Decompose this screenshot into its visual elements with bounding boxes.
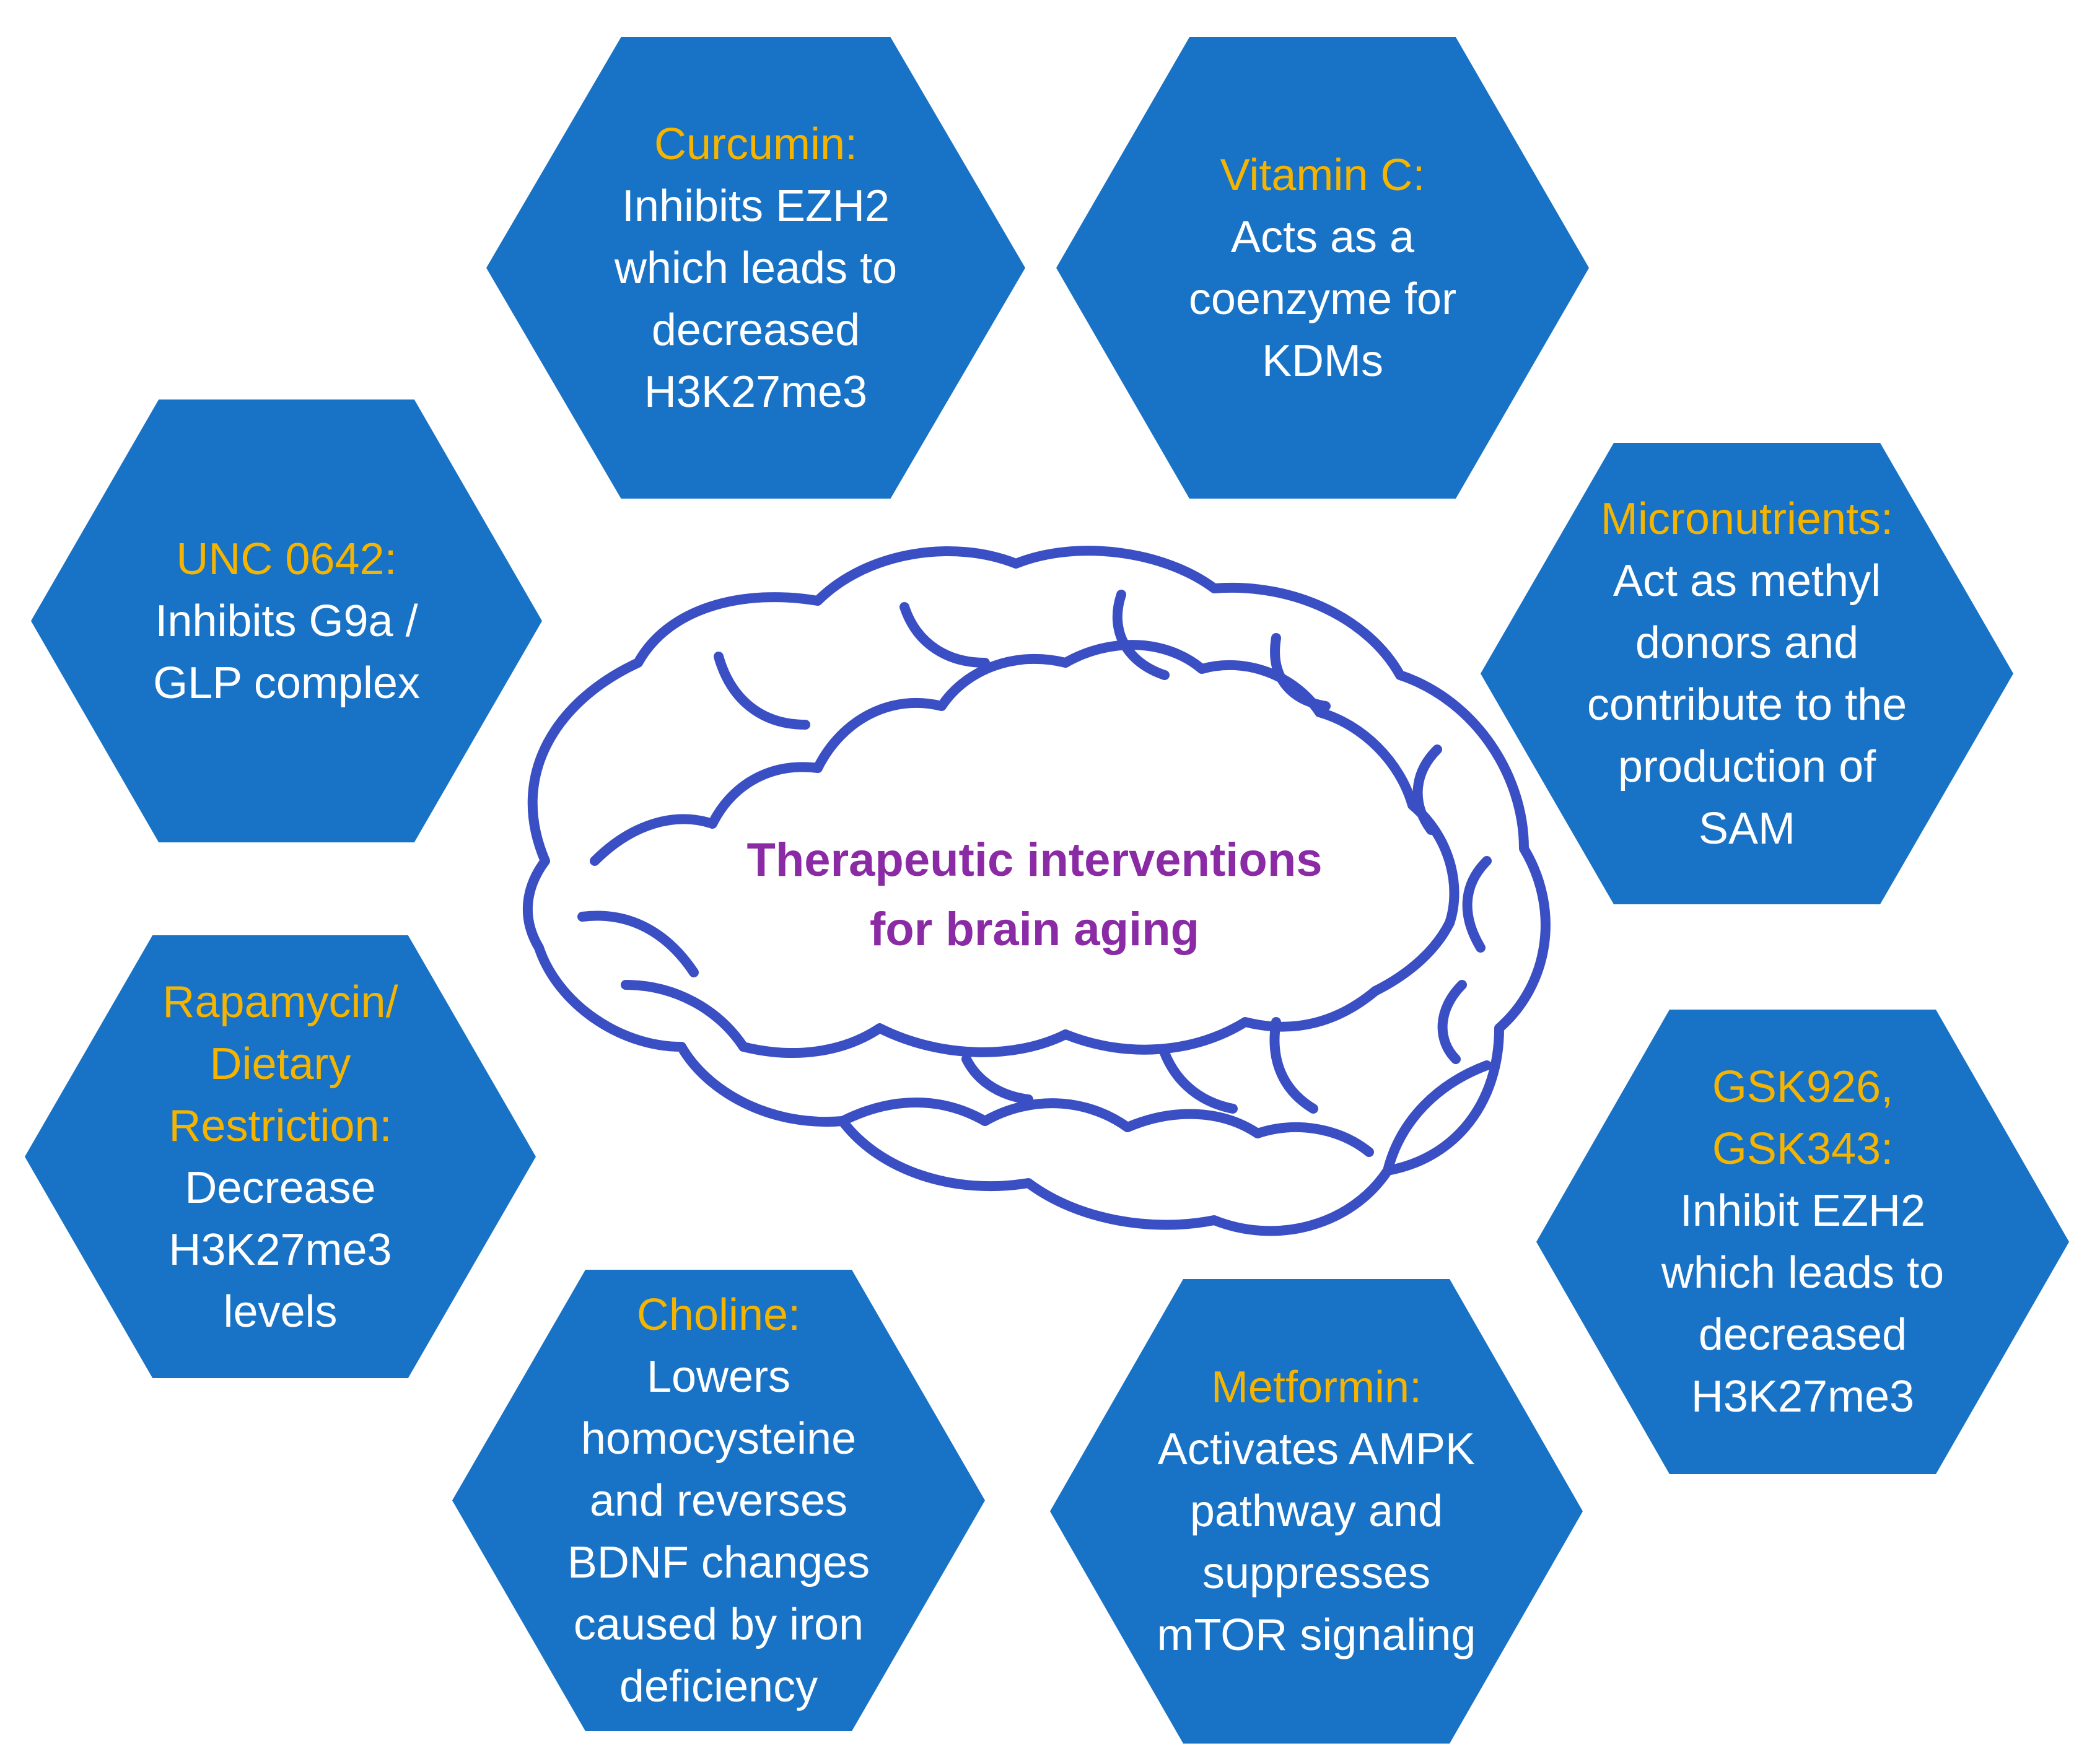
hexagon-description: Decrease H3K27me3 levels	[168, 1163, 392, 1337]
hexagon-vitamin-c: Vitamin C: Acts as a coenzyme for KDMs	[1056, 37, 1589, 499]
hexagon-title: Choline:	[636, 1290, 801, 1340]
hexagon-title: Vitamin C:	[1220, 150, 1425, 200]
hexagon-gsk: GSK926, GSK343: Inhibit EZH2 which leads…	[1536, 1010, 2069, 1474]
hexagon-description: Acts as a coenzyme for KDMs	[1188, 212, 1457, 386]
hexagon-curcumin: Curcumin: Inhibits EZH2 which leads to d…	[486, 37, 1025, 499]
hexagon-title: UNC 0642:	[176, 534, 397, 584]
center-title: Therapeutic interventions for brain agin…	[746, 834, 1323, 956]
hexagon-description: Activates AMPK pathway and suppresses mT…	[1157, 1425, 1476, 1660]
hexagon-description: Inhibits EZH2 which leads to decreased H…	[614, 181, 898, 417]
hexagon-title: Micronutrients:	[1600, 494, 1894, 544]
hexagon-text: UNC 0642: Inhibits G9a / GLP complex	[123, 528, 450, 714]
hexagon-description: Lowers homocysteine and reverses BDNF ch…	[567, 1351, 870, 1711]
hexagon-text: Vitamin C: Acts as a coenzyme for KDMs	[1152, 144, 1493, 392]
hexagon-title: GSK926, GSK343:	[1712, 1062, 1894, 1174]
hexagon-title: Metformin:	[1210, 1363, 1422, 1412]
hexagon-text: Micronutrients: Act as methyl donors and…	[1577, 488, 1917, 860]
hexagon-text: Curcumin: Inhibits EZH2 which leads to d…	[584, 113, 929, 423]
hexagon-description: Act as methyl donors and contribute to t…	[1587, 556, 1907, 854]
hexagon-text: Metformin: Activates AMPK pathway and su…	[1146, 1356, 1487, 1666]
hexagon-rapamycin: Rapamycin/ Dietary Restriction: Decrease…	[25, 935, 536, 1378]
hexagon-unc-0642: UNC 0642: Inhibits G9a / GLP complex	[31, 400, 542, 842]
hexagon-title: Rapamycin/ Dietary Restriction:	[162, 977, 398, 1151]
hexagon-text: Choline: Lowers homocysteine and reverse…	[548, 1284, 889, 1718]
hexagon-choline: Choline: Lowers homocysteine and reverse…	[452, 1270, 985, 1731]
hexagon-description: Inhibit EZH2 which leads to decreased H3…	[1661, 1186, 1945, 1421]
hexagon-description: Inhibits G9a / GLP complex	[153, 596, 420, 708]
hexagon-text: Rapamycin/ Dietary Restriction: Decrease…	[117, 971, 444, 1343]
hexagon-title: Curcumin:	[654, 119, 858, 169]
brain-icon	[522, 546, 1551, 1236]
hexagon-text: GSK926, GSK343: Inhibit EZH2 which leads…	[1632, 1056, 1973, 1428]
hexagon-metformin: Metformin: Activates AMPK pathway and su…	[1050, 1279, 1583, 1744]
center-label-box: Therapeutic interventions for brain agin…	[694, 774, 1375, 1016]
